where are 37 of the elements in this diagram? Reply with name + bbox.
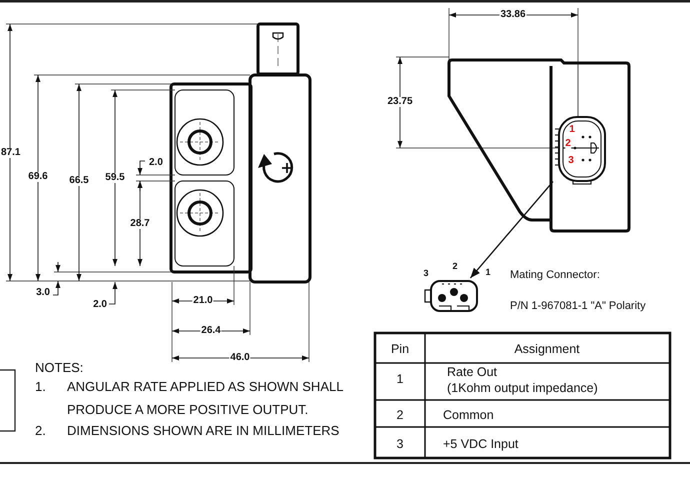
table-cell-text: Rate Out: [447, 366, 498, 378]
pin-number: 2: [565, 139, 571, 149]
dimension-label: 21.0: [192, 296, 214, 306]
pin-number: 1: [486, 268, 490, 277]
table-cell-text: 1: [396, 373, 404, 386]
dimension-label: 87.1: [0, 148, 22, 158]
table-cell-text: Assignment: [514, 343, 580, 356]
dimension-label: 33.86: [499, 10, 527, 20]
table-cell-text: 2: [396, 409, 404, 422]
connector-drawing: [553, 115, 607, 185]
pin-number: 3: [568, 156, 574, 166]
table-cell-text: 3: [396, 438, 404, 450]
dimension-label: 69.6: [27, 172, 49, 182]
dimension-label: 23.75: [386, 97, 414, 107]
connector-note: P/N 1-967081-1 "A" Polarity: [510, 301, 646, 312]
table-cell-text: (1Kohm output impedance): [447, 382, 598, 394]
dimension-label: 28.7: [129, 219, 151, 229]
pin-number: 1: [569, 125, 575, 135]
dimension-label: 2.0: [92, 300, 108, 310]
dimension-label: 66.5: [68, 176, 90, 186]
dimension-label: 26.4: [200, 326, 222, 336]
dimension-label: 46.0: [229, 353, 251, 363]
note-text: DIMENSIONS SHOWN ARE IN MILLIMETERS: [67, 424, 340, 437]
table-cell-text: Pin: [390, 343, 410, 356]
connector-note: Mating Connector:: [510, 270, 600, 281]
dimension-label: 2.0: [148, 158, 164, 168]
dimension-label: 59.5: [104, 173, 126, 183]
table-cell-text: +5 VDC Input: [443, 438, 518, 450]
arrow: [470, 181, 554, 278]
dimension-label: 3.0: [35, 288, 51, 298]
note-text: ANGULAR RATE APPLIED AS SHOWN SHALL PRODUCE A MORE POSITIVE OUTPUT.: [67, 378, 344, 419]
pin-number: 3: [424, 269, 428, 278]
table-cell-text: Common: [443, 409, 494, 422]
note-number: 1.: [35, 380, 46, 393]
notes-heading: NOTES:: [35, 361, 84, 374]
note-number: 2.: [35, 424, 46, 437]
pin-number: 2: [452, 262, 458, 271]
